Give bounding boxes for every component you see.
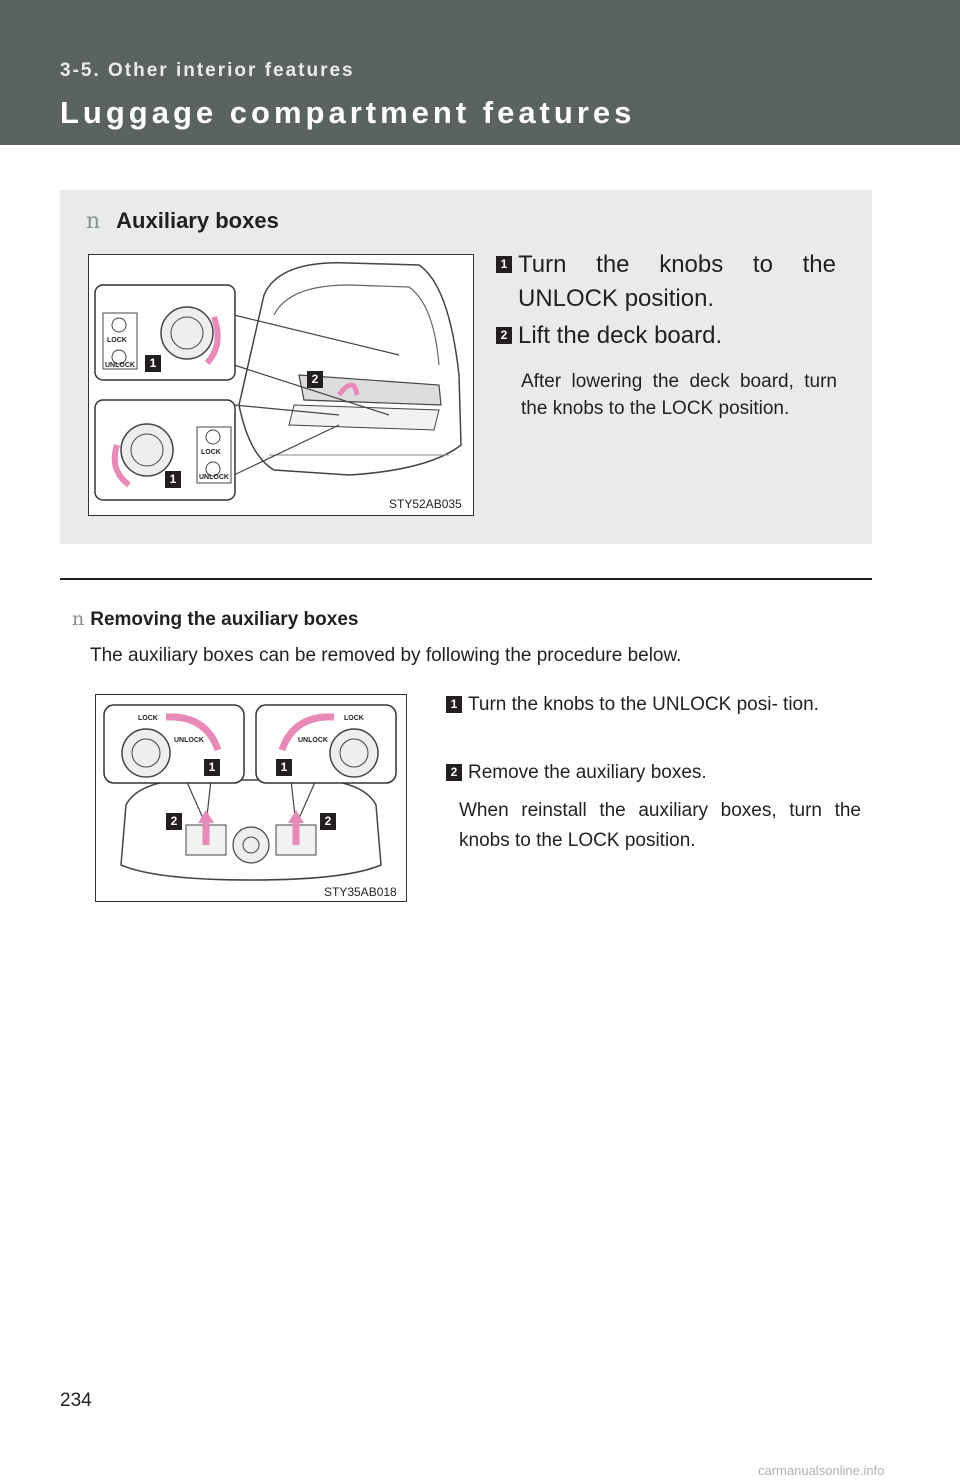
step-text: Turn the knobs to the UNLOCK posi- tion. [468,694,819,715]
step-text: Lift the deck board. [518,322,723,349]
page-number: 234 [60,1390,92,1411]
removing-step-1: 1 Turn the knobs to the UNLOCK posi- tio… [446,690,862,720]
watermark: carmanualsonline.info [758,1463,885,1478]
step-number: 1 [446,696,462,713]
callout-1-right: 1 [276,759,292,776]
aux-step-1: 1 Turn the knobs to the UNLOCK position. [496,248,836,316]
lock-label-left: LOCK [138,715,158,722]
callout-2: 2 [307,371,323,388]
unlock-label-top: UNLOCK [105,362,135,369]
unlock-label-left: UNLOCK [174,737,204,744]
removing-note: When reinstall the auxiliary boxes, turn… [459,800,861,851]
heading-text: Auxiliary boxes [116,208,279,233]
bullet-icon: n [72,608,85,630]
removing-step-2: 2 Remove the auxiliary boxes. [446,758,862,788]
figure-code: STY35AB018 [324,885,397,899]
luggage-deck-illustration [94,262,462,501]
figure-code: STY52AB035 [389,497,462,511]
step-number: 1 [496,256,512,273]
unlock-label-bottom: UNLOCK [199,474,229,481]
auxiliary-boxes-panel: n Auxiliary boxes [60,190,872,544]
heading-text: Removing the auxiliary boxes [90,609,359,630]
callout-1-left: 1 [204,759,220,776]
unlock-label-right: UNLOCK [298,737,328,744]
lock-label-right: LOCK [344,715,364,722]
callout-1-top: 1 [145,355,161,372]
step-number: 2 [446,764,462,781]
callout-2-left: 2 [166,813,182,830]
page-title: Luggage compartment features [60,95,636,130]
lock-label-bottom: LOCK [201,449,221,456]
figure-luggage-deck: LOCK UNLOCK LOCK UNLOCK 1 2 1 STY52AB035 [88,254,474,516]
section-divider [60,578,872,580]
step-number: 2 [496,327,512,344]
aux-step-2: 2 Lift the deck board. [496,319,836,353]
aux-note: After lowering the deck board, turn the … [521,371,837,419]
step-text: Remove the auxiliary boxes. [468,762,707,783]
page-header: 3-5. Other interior features Luggage com… [0,0,960,145]
callout-2-right: 2 [320,813,336,830]
section-label: 3-5. Other interior features [60,60,355,81]
bullet-icon: n [86,209,101,234]
auxiliary-boxes-heading: n Auxiliary boxes [86,208,279,234]
remove-boxes-illustration [103,704,397,881]
step-text: Turn the knobs to the UNLOCK position. [518,251,836,312]
callout-1-bottom: 1 [165,471,181,488]
figure-remove-boxes: LOCK UNLOCK LOCK UNLOCK 1 1 2 2 STY35AB0… [95,694,407,902]
removing-intro: The auxiliary boxes can be removed by fo… [90,645,682,666]
lock-label-top: LOCK [107,337,127,344]
